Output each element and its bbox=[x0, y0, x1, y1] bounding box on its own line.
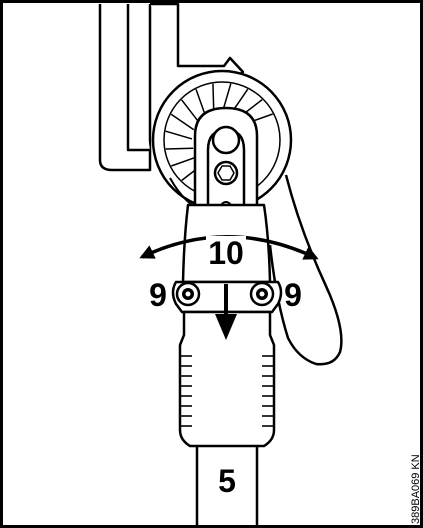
label-10-backing bbox=[206, 236, 246, 268]
down-arrow-icon bbox=[215, 284, 237, 340]
label-screw-left: 9 bbox=[149, 277, 167, 313]
label-shaft-5: 5 bbox=[218, 463, 236, 499]
figure-code: 389BA069 KN bbox=[410, 454, 422, 524]
screw-right bbox=[249, 281, 275, 307]
shaft bbox=[195, 446, 259, 528]
screw-left bbox=[175, 281, 201, 307]
central-bracket bbox=[193, 106, 259, 226]
lever-arm-edge bbox=[289, 189, 329, 293]
ribbed-sleeve bbox=[178, 310, 276, 448]
label-screw-right: 9 bbox=[284, 277, 302, 313]
label-part-10: 10 bbox=[208, 235, 244, 271]
lever-arm bbox=[268, 174, 343, 366]
